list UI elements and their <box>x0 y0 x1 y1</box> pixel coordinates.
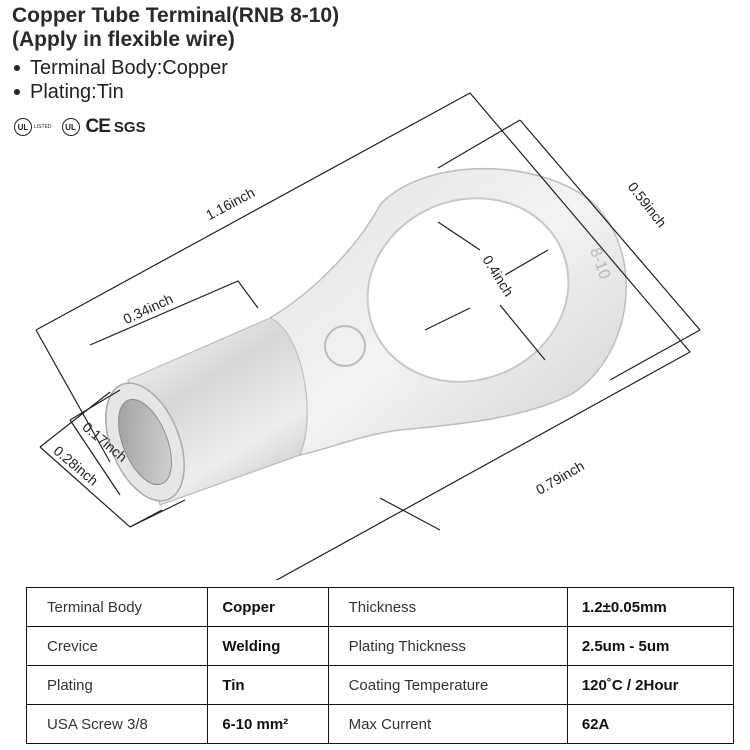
bullet-icon <box>14 89 20 95</box>
spec-label: Plating <box>25 665 209 705</box>
barrel <box>105 317 308 506</box>
ce-mark-icon: CE <box>85 116 111 137</box>
table-row: USA Screw 3/8 6-10 mm² Max Current 62A <box>25 704 735 744</box>
feature-item: Terminal Body:Copper <box>14 56 228 80</box>
table-row: Terminal Body Copper Thickness 1.2±0.05m… <box>25 587 735 627</box>
dim-total-length: 1.16inch <box>203 184 257 223</box>
listed-mark: LISTED <box>34 124 52 130</box>
spec-value: 1.2±0.05mm <box>566 587 735 627</box>
dim-ring-length: 0.79inch <box>533 457 587 497</box>
spec-label: USA Screw 3/8 <box>25 704 209 744</box>
bullet-icon <box>14 65 20 71</box>
spec-value: 62A <box>566 704 735 744</box>
feature-item: Plating:Tin <box>14 80 228 104</box>
spec-label: Max Current <box>327 704 568 744</box>
feature-list: Terminal Body:Copper Plating:Tin <box>14 56 228 104</box>
ul-recognized-icon: UL <box>61 118 80 136</box>
spec-table: Terminal Body Copper Thickness 1.2±0.05m… <box>25 587 735 744</box>
spec-value: 2.5um - 5um <box>566 626 735 666</box>
ul-logo-icon: UL <box>14 118 32 136</box>
table-row: Plating Tin Coating Temperature 120˚C / … <box>25 665 735 705</box>
spec-value: 120˚C / 2Hour <box>566 665 735 705</box>
logo-stamp-icon <box>324 325 366 367</box>
spec-label: Plating Thickness <box>327 626 568 666</box>
terminal-drawing: 8-10 1.16inch 0.59inch 0.4inch 0.34inch … <box>35 92 701 580</box>
spec-label: Thickness <box>327 587 568 627</box>
spec-label: Coating Temperature <box>327 665 568 705</box>
title-line-2: (Apply in flexible wire) <box>12 28 235 51</box>
spec-label: Terminal Body <box>25 587 209 627</box>
ring-tongue: 8-10 <box>269 168 627 456</box>
spec-value: Welding <box>207 626 329 666</box>
spec-value: 6-10 mm² <box>207 704 329 744</box>
feature-text: Terminal Body:Copper <box>30 57 228 79</box>
sgs-mark-icon: SGS <box>113 118 146 136</box>
certification-logos: UL LISTED UL CE SGS <box>14 116 146 138</box>
title-line-1: Copper Tube Terminal(RNB 8-10) <box>12 4 340 27</box>
product-title: Copper Tube Terminal(RNB 8-10) (Apply in… <box>12 4 339 52</box>
dim-barrel-length: 0.34inch <box>121 290 176 327</box>
dim-outer-diameter: 0.28inch <box>51 442 102 488</box>
dimension-lines <box>35 92 701 580</box>
feature-text: Plating:Tin <box>30 81 124 103</box>
dim-ring-width: 0.59inch <box>625 179 670 231</box>
spec-label: Crevice <box>25 626 209 666</box>
table-row: Crevice Welding Plating Thickness 2.5um … <box>25 626 735 666</box>
spec-value: Tin <box>207 665 329 705</box>
spec-value: Copper <box>207 587 329 627</box>
